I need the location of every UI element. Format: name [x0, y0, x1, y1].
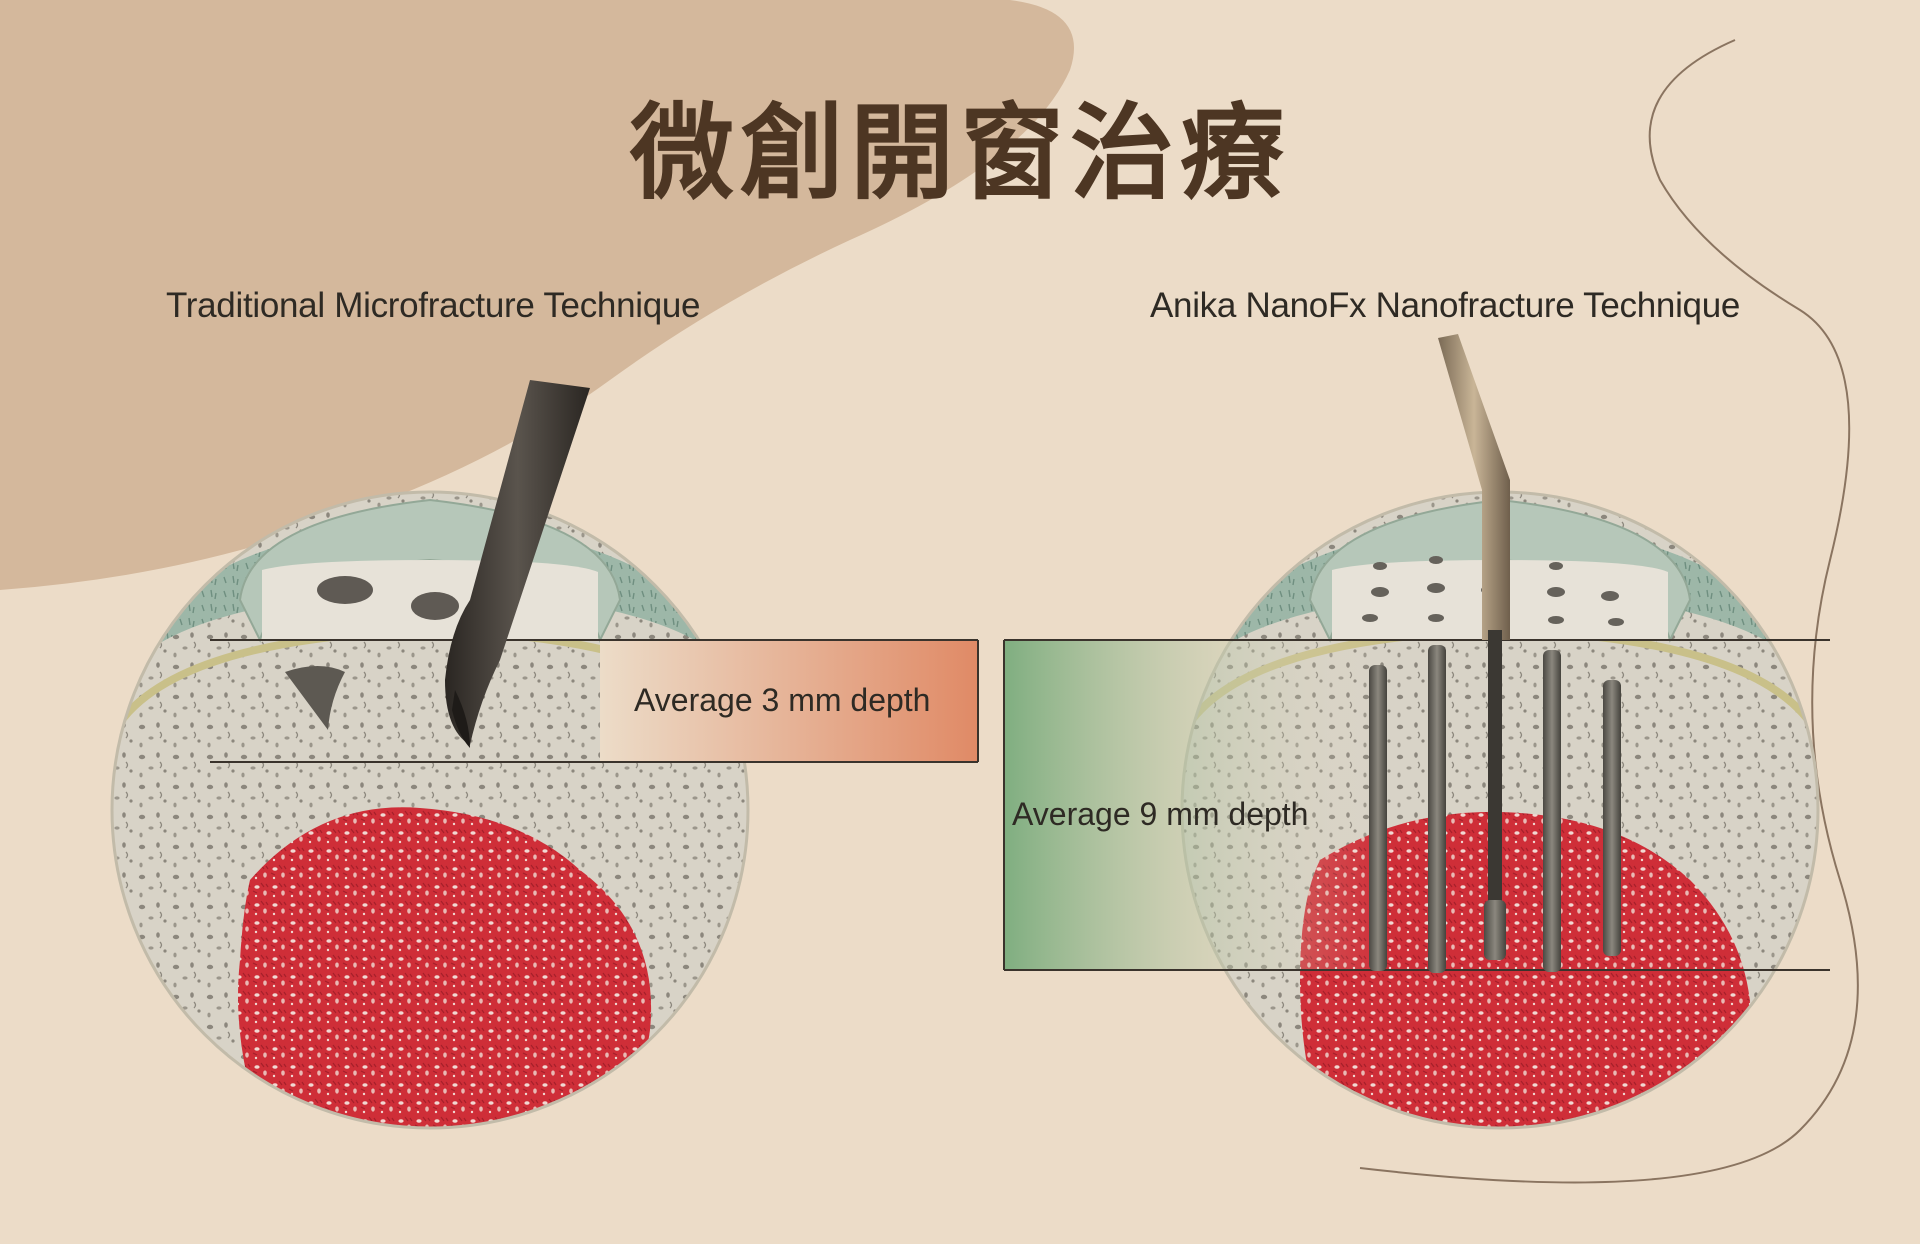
depth-label-right: Average 9 mm depth — [1012, 796, 1309, 832]
right-technique-label: Anika NanoFx Nanofracture Technique — [1150, 286, 1741, 325]
depth-band-right — [1003, 639, 1830, 971]
decorative-blob — [0, 0, 1074, 590]
marrow-region-left — [238, 807, 652, 1128]
left-technique-label: Traditional Microfracture Technique — [166, 286, 701, 325]
marrow-region-right — [1300, 811, 1752, 1128]
depth-label-left: Average 3 mm depth — [634, 682, 931, 718]
page-title: 微創開窗治療 — [629, 92, 1290, 214]
microfracture-awl — [445, 380, 590, 748]
nanofracture-needle — [1438, 334, 1510, 960]
left-joint-diagram — [110, 490, 750, 1130]
nanofracture-channels — [1369, 645, 1621, 973]
decorative-curve — [1359, 39, 1859, 1184]
depth-band-left — [210, 639, 979, 763]
